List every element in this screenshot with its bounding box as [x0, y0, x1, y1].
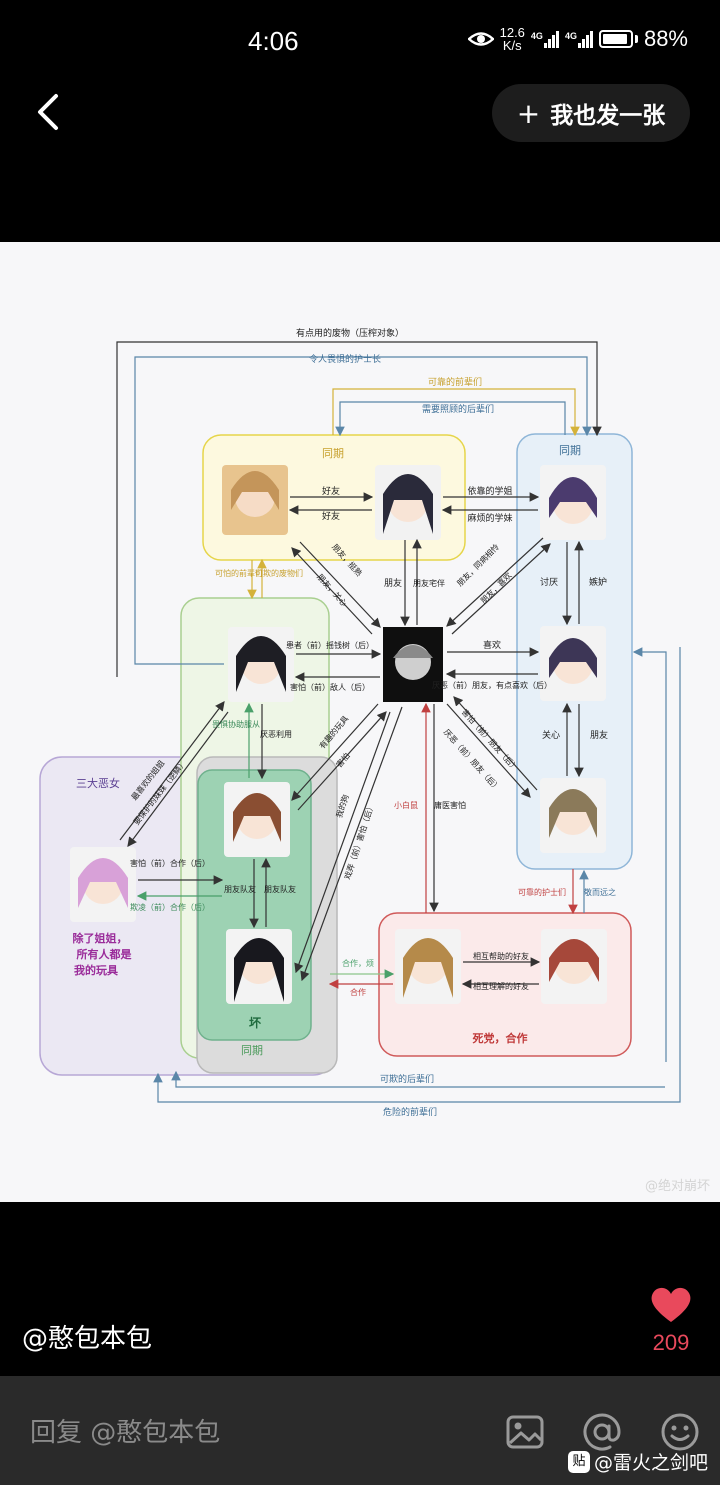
portrait-1: [222, 465, 288, 535]
rel-bully-coop: 欺凌（前）合作（后）: [130, 902, 210, 912]
rel-fear-help: 畏惧协助服从: [212, 719, 260, 729]
rel-afraid-enemy: 害怕（前）敌人（后）: [290, 682, 370, 692]
label-bottom-1: 可欺的后辈们: [380, 1073, 434, 1085]
rel-friend-team-a: 朋友队友: [224, 884, 256, 894]
portrait-6: [540, 778, 606, 853]
group-label-bad: 坏: [249, 1016, 261, 1030]
rel-friend-b: 好友: [322, 510, 340, 522]
villain-quote-3: 我的玩具: [74, 963, 118, 977]
rel-friend-team-b: 朋友队友: [264, 884, 296, 894]
group-label-tongqi-2: 同期: [559, 444, 581, 457]
net-speed: 12.6 K/s: [499, 25, 525, 53]
rel-despise: 可欺的废物们: [255, 568, 303, 578]
image-icon: [506, 1415, 544, 1449]
rel-tease-afraid: 戏弄（前）害怕（后）: [342, 801, 376, 880]
rel-friend: 朋友: [384, 577, 402, 589]
signal-icon-1: 4G: [531, 30, 559, 48]
weibo-watermark: @绝对崩坏: [645, 1178, 710, 1194]
signal-icon-2: 4G: [565, 30, 593, 48]
rel-coop: 合作: [350, 987, 366, 997]
back-button[interactable]: [28, 90, 68, 134]
group-label-tongqi-1: 同期: [322, 447, 344, 460]
battery-icon: [598, 30, 633, 48]
post-author[interactable]: @憨包本包: [22, 1324, 153, 1354]
reply-bar: 回复 @憨包本包 贴 @雷火之剑吧: [0, 1376, 720, 1485]
rel-afraid-coop: 害怕（前）合作（后）: [130, 858, 210, 868]
eye-icon: [467, 32, 494, 46]
battery-percent: 88%: [643, 26, 688, 51]
villain-quote-1: 除了姐姐，: [73, 931, 128, 945]
smiley-icon: [661, 1413, 699, 1451]
portrait-11: [541, 929, 607, 1004]
like-button[interactable]: 209: [646, 1284, 696, 1356]
post-one-button[interactable]: + 我也发一张: [492, 84, 690, 142]
post-one-label: 我也发一张: [550, 103, 666, 129]
portrait-3: [540, 465, 606, 540]
rel-hate: 讨厌: [540, 576, 558, 588]
label-bottom-2: 危险的前辈们: [383, 1106, 437, 1118]
rel-rely: 依靠的学姐: [467, 485, 512, 497]
label-top-3: 可靠的前辈们: [428, 376, 482, 388]
status-bar: 4:06 12.6 K/s 4G 4G 88%: [0, 0, 720, 72]
plus-icon: +: [516, 96, 541, 130]
like-count: 209: [652, 1330, 690, 1355]
portrait-10: [395, 929, 461, 1004]
chevron-left-icon: [38, 94, 58, 130]
rel-care: 关心: [542, 729, 560, 741]
mention-button[interactable]: [582, 1412, 622, 1452]
emoji-button[interactable]: [660, 1412, 700, 1452]
portrait-8: [70, 847, 136, 922]
rel-scary-seniors: 可怕的前辈们: [215, 568, 263, 578]
portrait-5: [540, 626, 606, 701]
tieba-watermark: 贴 @雷火之剑吧: [567, 1448, 708, 1475]
rel-like: 喜欢: [483, 639, 501, 651]
status-time: 4:06: [248, 26, 299, 56]
label-top-4: 需要照顾的后辈们: [422, 403, 494, 415]
heart-icon: [651, 1287, 691, 1322]
group-label-villains: 三大恶女: [76, 776, 120, 790]
portrait-9: [226, 929, 292, 1004]
rel-friend-like: 朋友，喜欢: [478, 570, 513, 605]
reply-input[interactable]: 回复 @憨包本包: [30, 1418, 221, 1448]
portrait-center: [383, 627, 443, 702]
at-icon: [583, 1413, 621, 1451]
rel-friend2: 朋友: [590, 729, 608, 741]
rel-mutual-understand: 相互理解的好友: [473, 981, 529, 991]
rel-friend-house: 朋友宅伴: [413, 578, 445, 588]
image-button[interactable]: [505, 1412, 545, 1452]
rel-disgust: 厌恶（前）朋友，有点喜欢（后）: [432, 680, 552, 690]
label-top-2: 令人畏惧的护士长: [309, 353, 381, 365]
rel-coop-trouble: 合作，烦: [342, 958, 374, 968]
rel-little-mouse: 小白鼠: [394, 800, 418, 810]
portrait-2: [375, 465, 441, 540]
villain-quote-2: 所有人都是: [77, 947, 133, 961]
rel-quack: 庸医害怕: [434, 800, 466, 810]
status-indicators: 12.6 K/s 4G 4G 88%: [467, 25, 688, 53]
rel-disgust-use: 厌恶利用: [260, 729, 292, 739]
rel-reliable-nurses: 可靠的护士们: [518, 887, 566, 897]
rel-jealous: 嫉妒: [589, 576, 607, 588]
rel-trouble: 麻烦的学妹: [467, 512, 512, 524]
portrait-7: [224, 782, 290, 857]
relationship-diagram-image[interactable]: 有点用的废物（压榨对象） 令人畏惧的护士长 可靠的前辈们 需要照顾的后辈们 同期…: [0, 242, 720, 1202]
rel-mutual-help: 相互帮助的好友: [473, 951, 529, 961]
rel-respect: 敬而远之: [584, 887, 616, 897]
alliance-label: 死党，合作: [473, 1031, 528, 1045]
portrait-4: [228, 627, 294, 702]
label-top-1: 有点用的废物（压榨对象）: [296, 327, 404, 339]
rel-patient: 患者（前）摇钱树（后）: [286, 640, 374, 650]
battery-tip: [634, 35, 638, 43]
rel-friend-a: 好友: [322, 485, 340, 497]
group-label-tongqi-3: 同期: [241, 1044, 263, 1057]
tieba-icon: 贴: [567, 1450, 590, 1473]
